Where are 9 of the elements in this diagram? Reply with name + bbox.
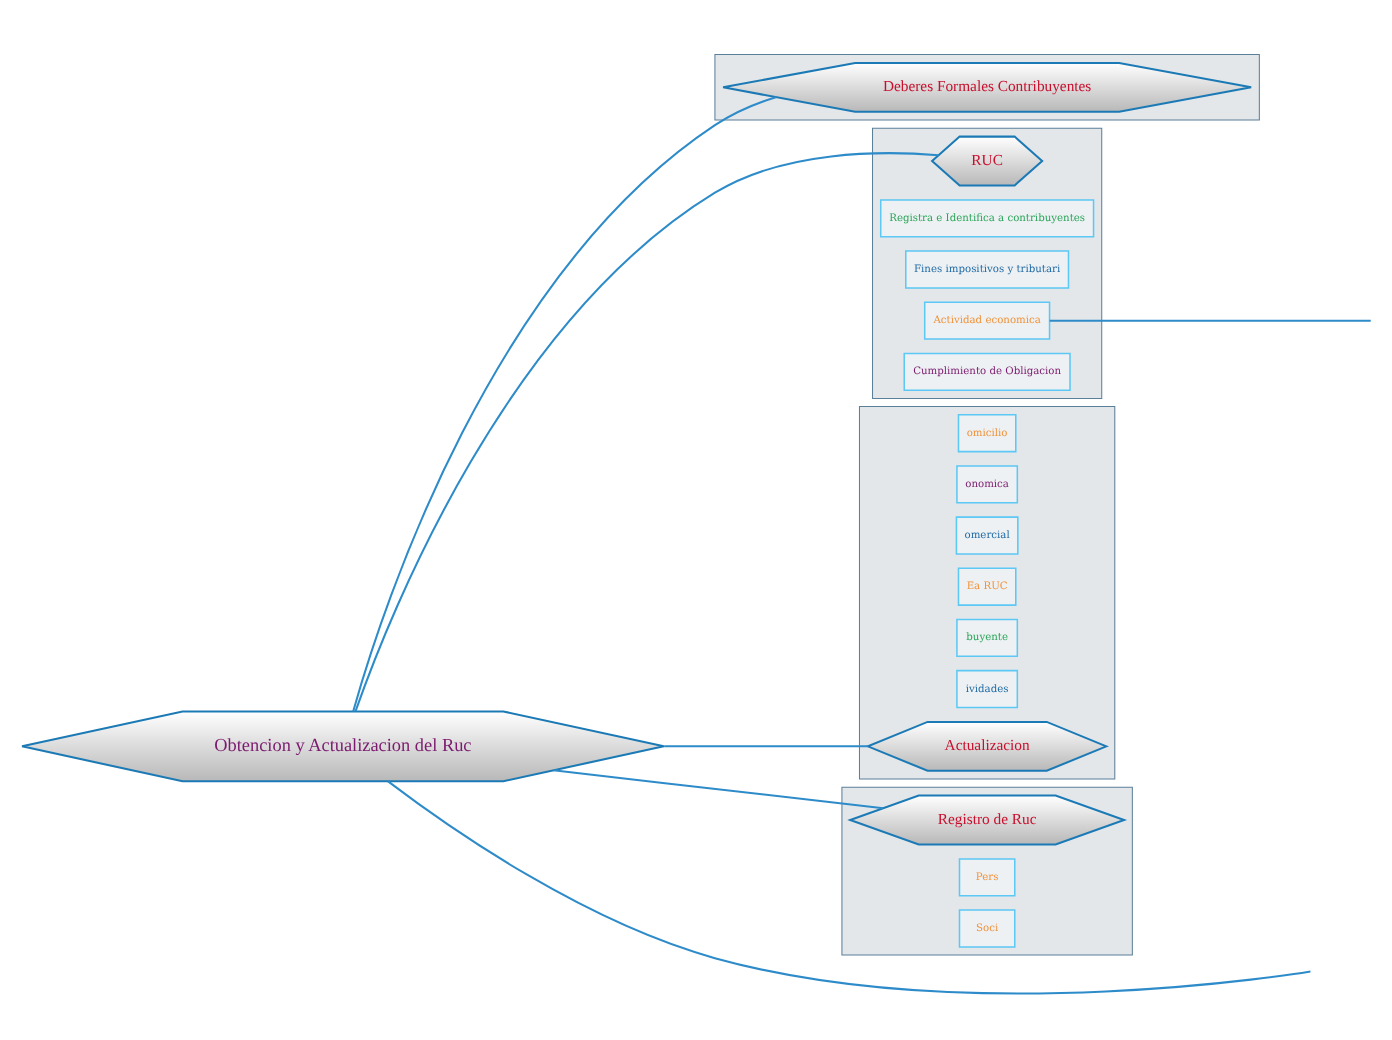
connector [663,745,867,748]
connector [353,152,938,712]
connector [351,96,776,712]
cluster [871,127,1102,399]
connector [386,780,1310,995]
cluster [857,406,1115,780]
connector [552,769,883,810]
connector [1048,319,1370,322]
cluster [840,786,1132,956]
